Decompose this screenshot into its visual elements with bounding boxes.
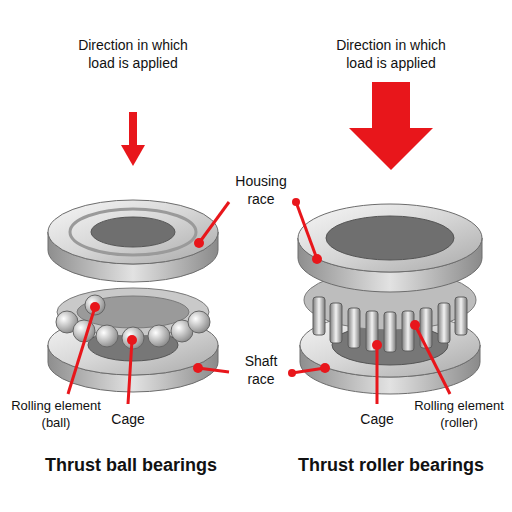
leader-line <box>128 340 132 404</box>
leader-dot <box>372 340 382 350</box>
housing-race-face <box>298 204 482 272</box>
figure-caption: Thrust roller bearings <box>273 454 509 477</box>
roller <box>384 312 396 352</box>
leader-line <box>296 202 317 259</box>
part-label: Rolling element (roller) <box>409 398 509 432</box>
housing-race-bore <box>326 216 454 260</box>
load-arrow-stem <box>129 112 137 146</box>
roller <box>420 308 432 348</box>
leader-line <box>376 345 379 404</box>
roller <box>438 303 450 343</box>
part-label: Housing race <box>230 172 292 208</box>
leader-dot <box>292 198 300 206</box>
leader-dot <box>194 238 204 248</box>
leader-line <box>199 202 229 243</box>
raceway-groove <box>70 209 196 255</box>
leader-dot <box>288 369 296 377</box>
figure-caption: Thrust ball bearings <box>11 454 251 477</box>
leader-dot <box>320 363 330 373</box>
ball <box>85 295 105 315</box>
roller <box>455 297 467 335</box>
part-label: Cage <box>103 410 153 428</box>
leader-dot <box>127 335 137 345</box>
leader-dot <box>410 320 420 330</box>
load-arrow-head <box>349 128 433 170</box>
leader-line <box>415 325 450 394</box>
part-label: Rolling element (ball) <box>4 398 108 432</box>
roller <box>348 308 360 348</box>
ball <box>188 311 210 333</box>
part-label: Shaft race <box>232 352 290 388</box>
load-arrow-head <box>121 145 145 166</box>
load-direction-label: Direction in which load is applied <box>63 36 203 72</box>
shaft-race-face <box>300 313 480 377</box>
ball <box>96 325 118 347</box>
roller <box>330 303 342 343</box>
roller <box>402 311 414 351</box>
load-direction-label: Direction in which load is applied <box>321 36 461 72</box>
load-arrow-stem <box>372 82 410 129</box>
part-label: Cage <box>352 410 402 428</box>
leader-dot <box>90 302 100 312</box>
leader-dot <box>193 363 203 373</box>
housing-race-face <box>48 200 218 264</box>
leader-line <box>292 368 325 373</box>
leader-dot <box>312 254 322 264</box>
ball <box>148 325 170 347</box>
leader-line <box>68 307 95 394</box>
roller <box>313 297 325 335</box>
housing-race-bore <box>91 217 175 247</box>
